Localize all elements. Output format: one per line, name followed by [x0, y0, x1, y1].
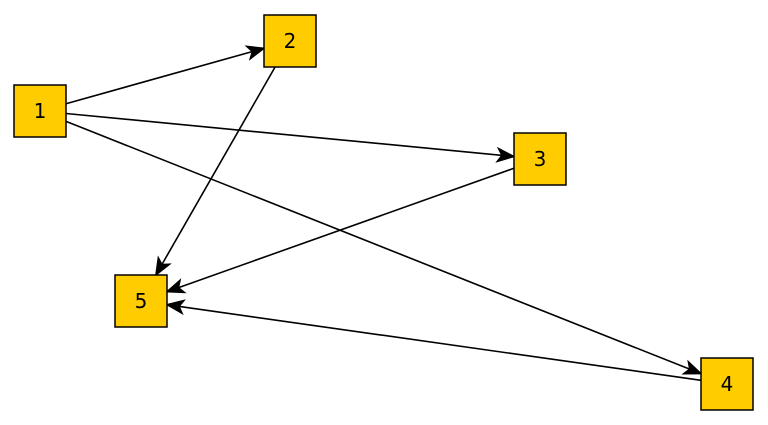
nodes-layer: 1 2 3 4 5	[13, 14, 754, 411]
edge-1-to-4	[65, 120, 703, 375]
node-3[interactable]: 3	[513, 132, 567, 186]
edge-4-to-5	[165, 299, 702, 382]
node-label: 3	[534, 147, 547, 171]
node-label: 1	[34, 99, 47, 123]
edge-1-to-2	[65, 45, 266, 105]
edge-2-to-5	[154, 66, 276, 277]
node-2[interactable]: 2	[263, 14, 317, 68]
node-1[interactable]: 1	[13, 84, 67, 138]
node-box	[700, 357, 754, 411]
node-box	[114, 274, 168, 328]
node-box	[513, 132, 567, 186]
edge-1-to-3	[65, 112, 516, 163]
node-box	[13, 84, 67, 138]
node-label: 5	[135, 289, 148, 313]
node-label: 2	[284, 29, 297, 53]
node-label: 4	[721, 372, 734, 396]
node-box	[263, 14, 317, 68]
edge-3-to-5	[165, 167, 515, 294]
node-4[interactable]: 4	[700, 357, 754, 411]
edges-layer	[65, 45, 703, 382]
node-5[interactable]: 5	[114, 274, 168, 328]
